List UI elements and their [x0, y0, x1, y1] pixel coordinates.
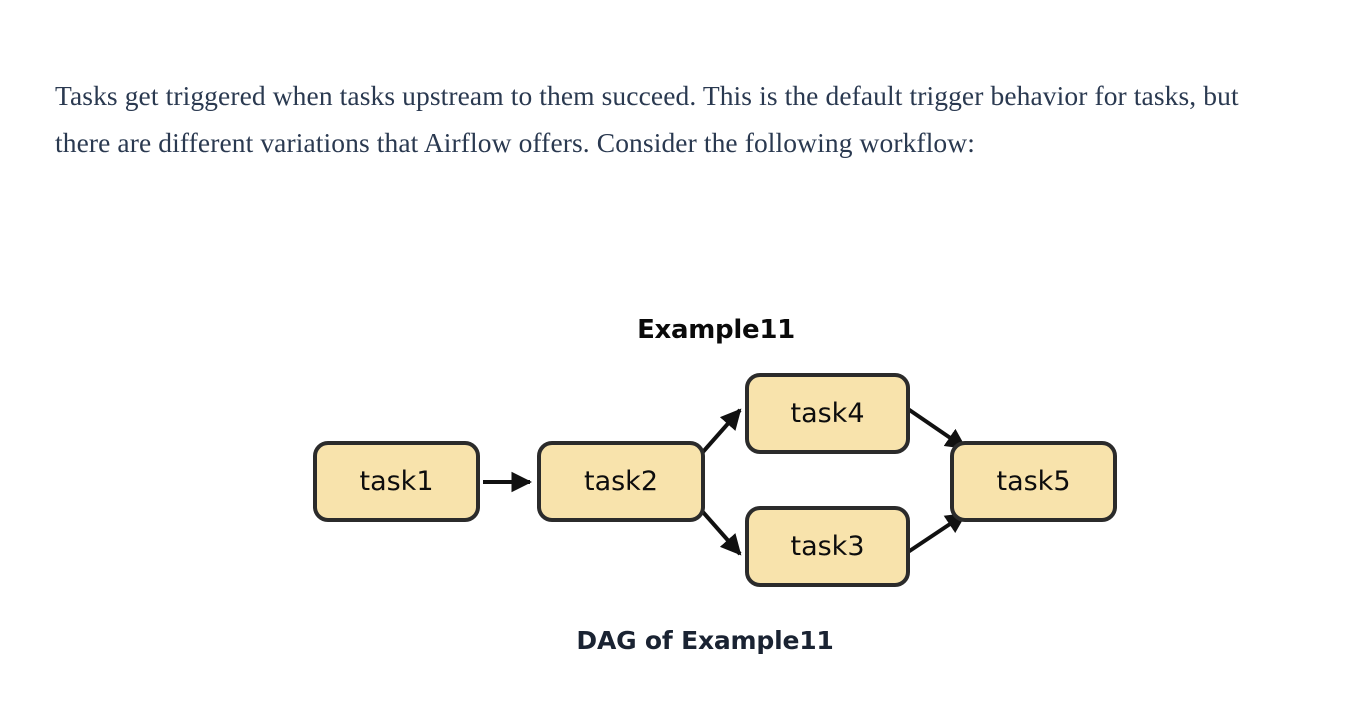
- dag-node-task1[interactable]: task1: [313, 441, 480, 522]
- diagram-caption: DAG of Example11: [576, 626, 834, 655]
- dag-canvas: task1 task2 task4 task3 task5: [40, 16, 1358, 709]
- diagram-title: Example11: [637, 315, 795, 345]
- edge-task2-task4: [700, 408, 742, 455]
- dag-edges: [483, 407, 967, 556]
- dag-figure: Example11 task1 task2: [40, 16, 1358, 709]
- dag-node-task4-label: task4: [790, 398, 865, 429]
- dag-node-task3-label: task3: [790, 531, 865, 562]
- dag-node-task5[interactable]: task5: [950, 441, 1117, 522]
- dag-node-task5-label: task5: [996, 466, 1071, 497]
- edge-task2-task3: [700, 509, 742, 556]
- dag-node-task1-label: task1: [359, 466, 434, 497]
- dag-node-task2[interactable]: task2: [537, 441, 705, 522]
- dag-node-task2-label: task2: [583, 466, 658, 497]
- dag-node-task3[interactable]: task3: [745, 506, 910, 587]
- article-paragraph: Tasks get triggered when tasks upstream …: [55, 79, 1239, 158]
- dag-node-task4[interactable]: task4: [745, 373, 910, 454]
